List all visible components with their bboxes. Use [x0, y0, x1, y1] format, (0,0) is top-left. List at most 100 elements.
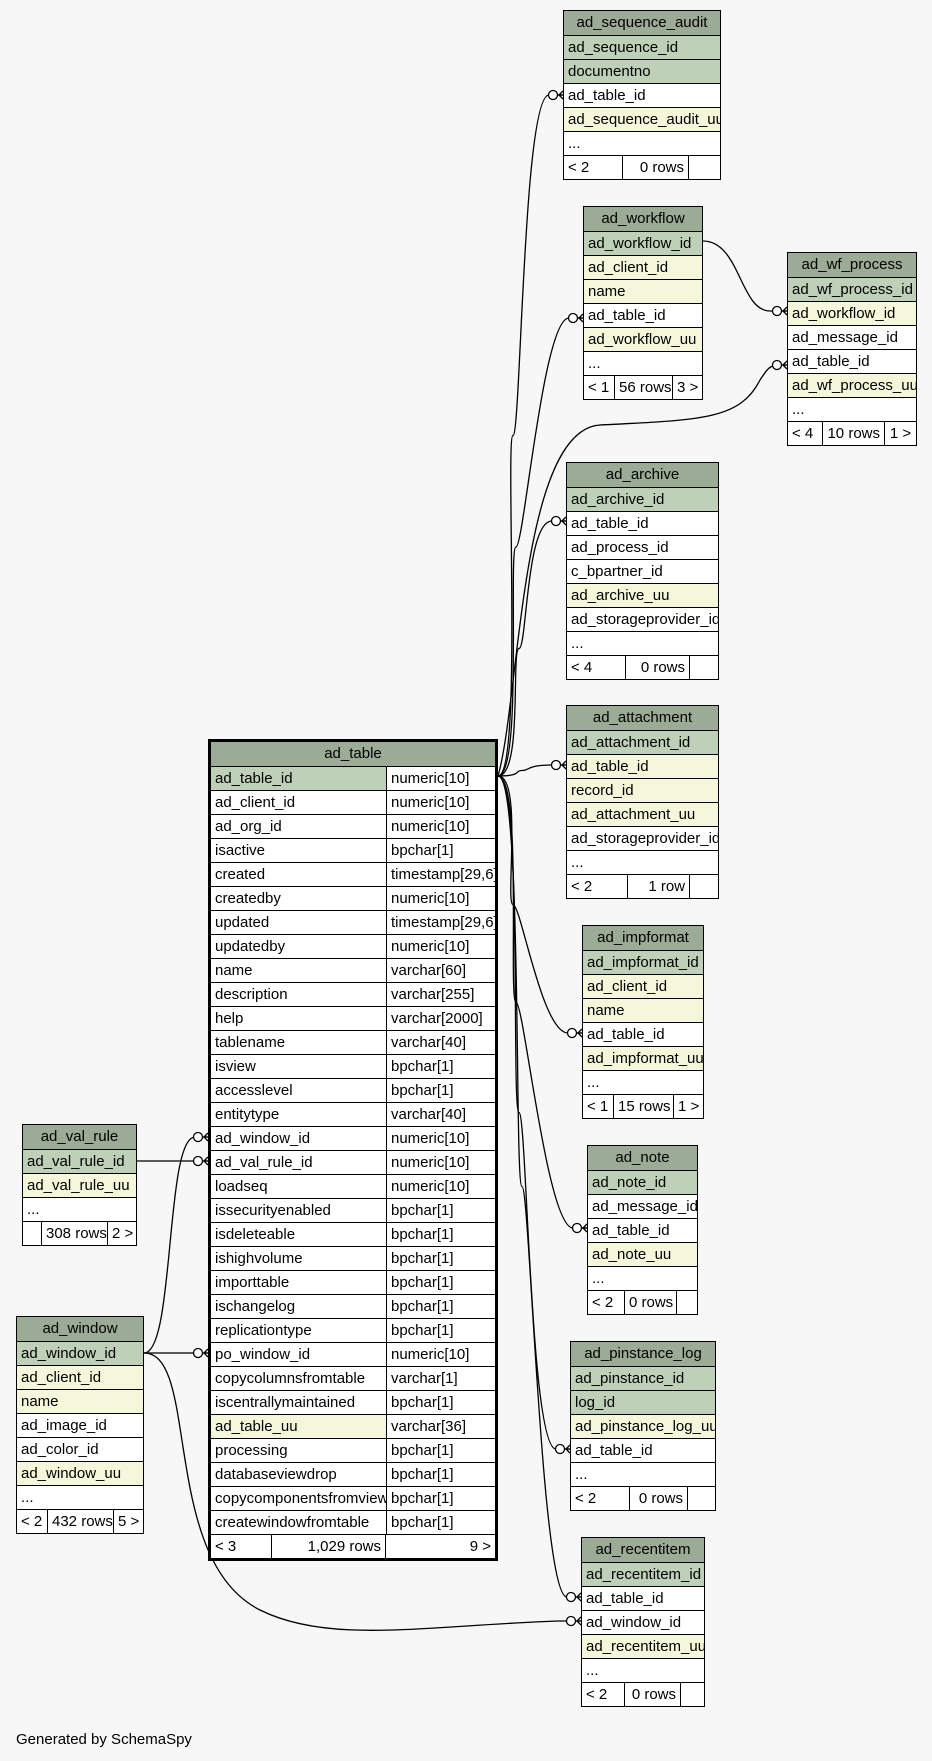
- table-row[interactable]: ...: [571, 1462, 715, 1486]
- table-row[interactable]: ad_note_id: [588, 1170, 697, 1194]
- table-row[interactable]: ...: [584, 351, 702, 375]
- table-row[interactable]: ...: [567, 631, 718, 655]
- table-row[interactable]: ad_wf_process_uu: [788, 373, 916, 397]
- table-row[interactable]: ad_process_id: [567, 535, 718, 559]
- table-row[interactable]: ad_sequence_id: [564, 35, 720, 59]
- table-row[interactable]: ad_impformat_uu: [583, 1046, 703, 1070]
- table-row[interactable]: ad_table_id: [571, 1438, 715, 1462]
- table-row[interactable]: ad_table_id: [588, 1218, 697, 1242]
- table-row[interactable]: ad_table_id: [582, 1586, 704, 1610]
- table-row[interactable]: log_id: [571, 1390, 715, 1414]
- table-row[interactable]: ad_archive_uu: [567, 583, 718, 607]
- table-row[interactable]: ad_workflow_id: [584, 231, 702, 255]
- table-row[interactable]: record_id: [567, 778, 718, 802]
- table-row[interactable]: ad_val_rule_uu: [23, 1173, 136, 1197]
- table-row[interactable]: ad_workflow_id: [788, 301, 916, 325]
- table-row[interactable]: ...: [17, 1485, 143, 1509]
- table-row[interactable]: ...: [582, 1658, 704, 1682]
- table-row[interactable]: ad_table_id: [583, 1022, 703, 1046]
- table-row[interactable]: ...: [564, 131, 720, 155]
- table-row[interactable]: ad_table_id: [564, 83, 720, 107]
- table-row[interactable]: ad_table_id: [788, 349, 916, 373]
- table-row[interactable]: ...: [583, 1070, 703, 1094]
- table-row[interactable]: ad_recentitem_id: [582, 1562, 704, 1586]
- table-row[interactable]: ad_table_id: [584, 303, 702, 327]
- table-row[interactable]: ad_client_id: [17, 1365, 143, 1389]
- table-row[interactable]: ad_workflow_uu: [584, 327, 702, 351]
- table-row[interactable]: documentno: [564, 59, 720, 83]
- table-row[interactable]: ad_attachment_id: [567, 730, 718, 754]
- table-row[interactable]: ad_attachment_uu: [567, 802, 718, 826]
- table-row[interactable]: name: [17, 1389, 143, 1413]
- table-row[interactable]: ad_archive_id: [567, 487, 718, 511]
- table-row[interactable]: ad_message_id: [588, 1194, 697, 1218]
- table-row[interactable]: ad_impformat_id: [583, 950, 703, 974]
- table-row[interactable]: ad_recentitem_uu: [582, 1634, 704, 1658]
- table-row[interactable]: ad_val_rule_id: [23, 1149, 136, 1173]
- table-row[interactable]: ad_note_uu: [588, 1242, 697, 1266]
- table-row[interactable]: ad_sequence_audit_uu: [564, 107, 720, 131]
- table-row[interactable]: ad_storageprovider_id: [567, 826, 718, 850]
- table-row[interactable]: ad_image_id: [17, 1413, 143, 1437]
- table-row[interactable]: ad_client_id: [583, 974, 703, 998]
- table-row[interactable]: ad_table_id: [567, 511, 718, 535]
- table-row[interactable]: ad_color_id: [17, 1437, 143, 1461]
- table-row[interactable]: ad_pinstance_log_uu: [571, 1414, 715, 1438]
- table-row[interactable]: ad_storageprovider_id: [567, 607, 718, 631]
- table-row[interactable]: ...: [567, 850, 718, 874]
- table-row[interactable]: ad_window_uu: [17, 1461, 143, 1485]
- table-row[interactable]: c_bpartner_id: [567, 559, 718, 583]
- table-row[interactable]: ...: [23, 1197, 136, 1221]
- table-row[interactable]: ...: [588, 1266, 697, 1290]
- table-row[interactable]: ...: [788, 397, 916, 421]
- table-row[interactable]: ad_wf_process_id: [788, 277, 916, 301]
- table-row[interactable]: ad_client_id: [584, 255, 702, 279]
- table-row[interactable]: ad_window_id: [17, 1341, 143, 1365]
- table-row[interactable]: ad_window_id: [582, 1610, 704, 1634]
- table-row[interactable]: name: [584, 279, 702, 303]
- table-row[interactable]: ad_message_id: [788, 325, 916, 349]
- table-row[interactable]: name: [583, 998, 703, 1022]
